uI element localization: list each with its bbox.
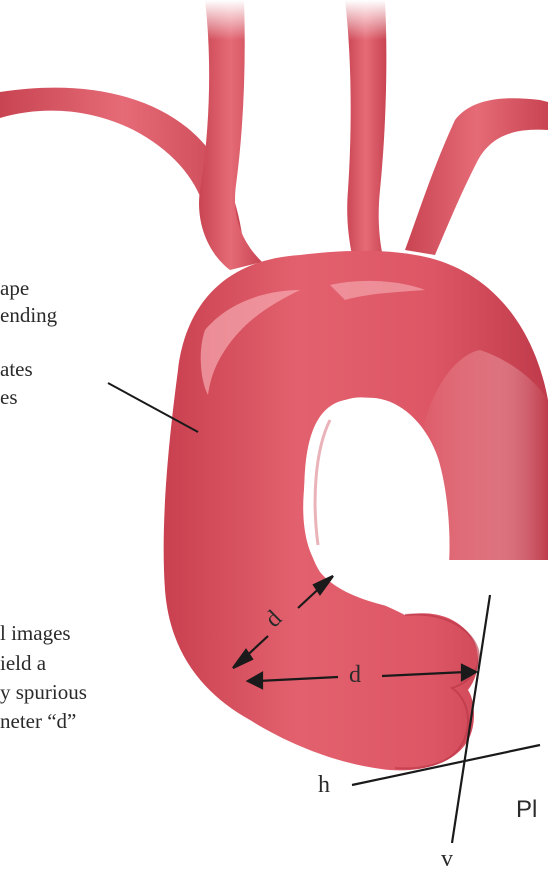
middle-branch-vessel xyxy=(199,0,262,270)
axis-h-label: h xyxy=(318,772,330,799)
upper-annotation-line-2: ending xyxy=(0,302,57,329)
upper-annotation-line-4: es xyxy=(0,384,18,411)
diameter-label-horizontal: d xyxy=(349,662,361,689)
lower-annotation-line-3: y spurious xyxy=(0,679,87,706)
upper-annotation-line-3: ates xyxy=(0,356,33,383)
axis-v-label: v xyxy=(441,846,453,873)
upper-annotation-line-1: ape xyxy=(0,275,29,302)
lower-annotation-line-1: l images xyxy=(0,620,71,647)
plane-label: Pl xyxy=(516,796,537,823)
lower-annotation-line-4: neter “d” xyxy=(0,708,76,735)
lower-annotation-line-2: ield a xyxy=(0,650,46,677)
right-branch-vessel xyxy=(405,98,548,255)
